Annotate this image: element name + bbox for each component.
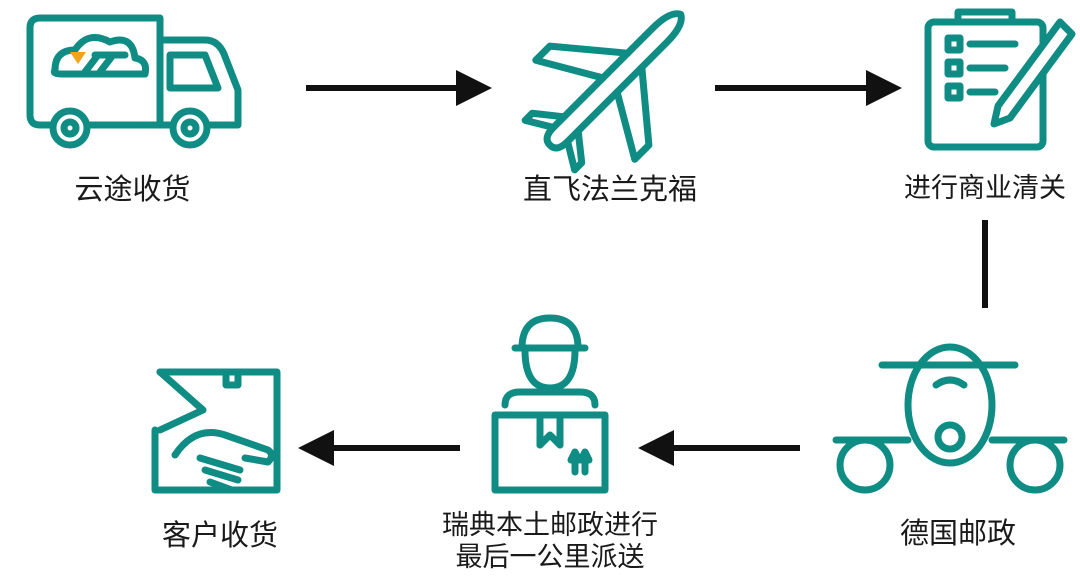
logo-triangle	[70, 52, 86, 64]
step-label-customs: 进行商业清关	[904, 173, 1066, 204]
aircraft-front-icon	[832, 343, 1068, 494]
step-label-sweden-post-line1: 瑞典本土邮政进行	[442, 510, 658, 541]
hand-with-parcel-icon	[151, 368, 281, 494]
step-label-yuntu-receive: 云途收货	[74, 172, 191, 206]
airplane-icon	[521, 10, 685, 174]
step-label-direct-flight: 直飞法兰克福	[522, 172, 697, 206]
courier-with-box-icon	[491, 314, 609, 494]
step-label-customer-receive: 客户收货	[161, 518, 278, 552]
step-label-sweden-post-line2: 最后一公里派送	[455, 542, 645, 573]
step-label-dhl-germany: 德国邮政	[899, 516, 1016, 550]
clipboard-pencil-icon	[924, 8, 1076, 151]
delivery-truck-icon	[26, 14, 242, 149]
